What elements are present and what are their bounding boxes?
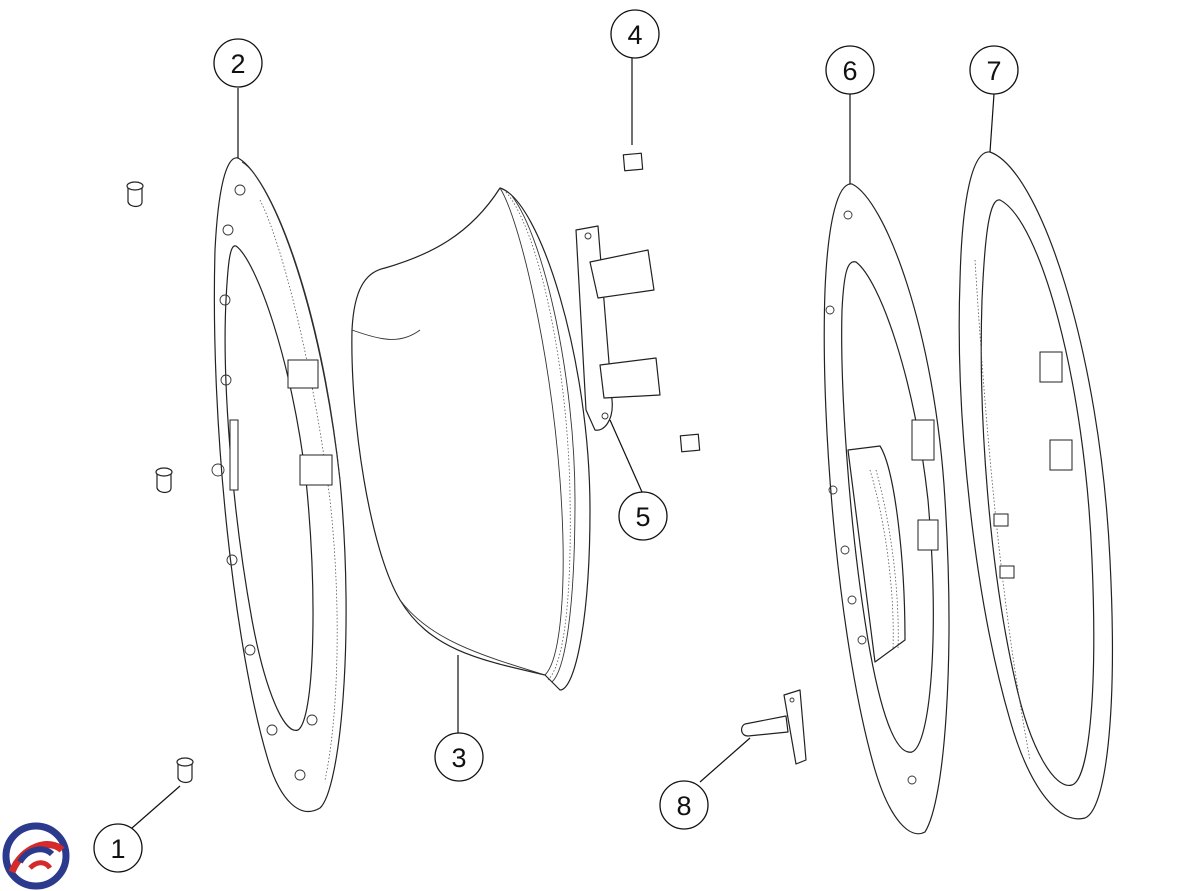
leader-1 [131, 785, 181, 829]
brand-logo [2, 822, 70, 890]
leader-7 [989, 93, 995, 153]
callout-2-label: 2 [230, 49, 245, 79]
callout-1: 1 [93, 823, 143, 873]
part-6-inner-frame [823, 183, 950, 835]
part-5-hinge [575, 225, 661, 431]
callout-5: 5 [618, 491, 668, 541]
part-2-outer-ring [211, 157, 347, 813]
part-1-plugs [126, 181, 194, 784]
part-8-latch [741, 689, 807, 765]
part-3-glass-bowl [351, 187, 591, 691]
callout-5-label: 5 [635, 502, 650, 532]
callout-4: 4 [610, 9, 660, 59]
callout-6: 6 [825, 45, 875, 95]
callout-4-label: 4 [627, 20, 642, 50]
leader-lines [131, 58, 995, 829]
leader-8 [699, 737, 751, 783]
callout-8-label: 8 [676, 791, 691, 821]
part-7-outer-cover [958, 151, 1113, 820]
callout-2: 2 [213, 38, 263, 88]
callout-8: 8 [659, 780, 709, 830]
callout-7-label: 7 [986, 56, 1001, 86]
callout-3-label: 3 [451, 743, 466, 773]
part-4-blocks [622, 152, 701, 453]
callout-7: 7 [969, 45, 1019, 95]
leader-5 [609, 419, 643, 493]
callout-6-label: 6 [842, 56, 857, 86]
callout-1-label: 1 [110, 834, 125, 864]
callout-3: 3 [434, 732, 484, 782]
